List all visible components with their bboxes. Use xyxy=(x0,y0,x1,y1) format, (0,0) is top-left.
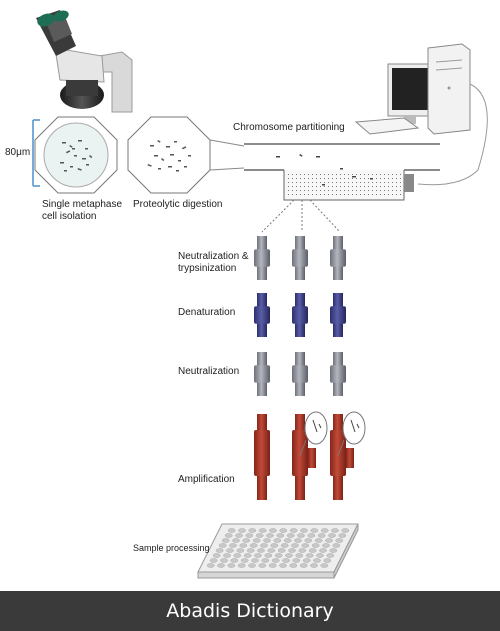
tube-columns xyxy=(254,236,354,500)
single-metaphase-line1: Single metaphase xyxy=(42,199,123,210)
well-plate-icon xyxy=(197,523,359,579)
digestion-chamber-icon xyxy=(127,116,211,194)
proteolytic-label: Proteolytic digestion xyxy=(133,199,223,210)
scale-label: 80μm xyxy=(5,147,31,158)
partitioning-label: Chromosome partitioning xyxy=(233,122,345,133)
neutralization-trypsin-line2: trypsinization xyxy=(178,263,237,274)
single-metaphase-label: Single metaphase cell isolation xyxy=(42,199,122,223)
petri-dish-icon xyxy=(34,116,118,194)
single-metaphase-line2: cell isolation xyxy=(42,211,97,222)
neutralization-trypsin-label: Neutralization & trypsinization xyxy=(178,251,249,275)
amplification-tube xyxy=(254,414,270,500)
amplification-tube xyxy=(292,414,316,500)
watermark-footer: Abadis Dictionary xyxy=(0,591,500,631)
microfluidic-channel-icon xyxy=(244,143,440,201)
tube xyxy=(330,293,346,337)
microscope-icon xyxy=(36,10,133,113)
scale-bar xyxy=(32,119,40,187)
tube xyxy=(292,352,308,396)
tube xyxy=(254,236,270,280)
tube xyxy=(330,352,346,396)
denaturation-label: Denaturation xyxy=(178,307,236,318)
neutralization-trypsin-line1: Neutralization & xyxy=(178,251,249,262)
tube xyxy=(254,293,270,337)
computer-icon xyxy=(354,43,488,186)
tube xyxy=(330,236,346,280)
tube xyxy=(292,236,308,280)
diagram xyxy=(32,10,488,579)
amplification-tube xyxy=(330,414,354,500)
amplification-label: Amplification xyxy=(178,474,235,485)
tube xyxy=(292,293,308,337)
tube xyxy=(254,352,270,396)
sample-processing-label: Sample processing xyxy=(133,543,210,553)
neutralization-label: Neutralization xyxy=(178,366,240,377)
